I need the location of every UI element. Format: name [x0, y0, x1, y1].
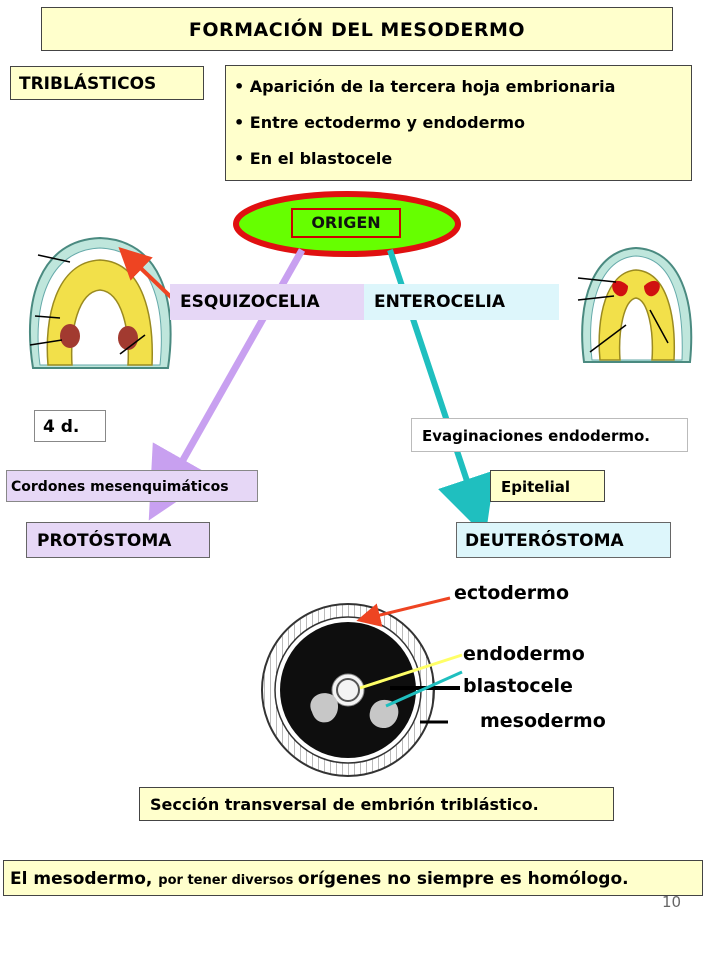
conclusion-part3: orígenes no siempre es homólogo. [297, 869, 629, 889]
protostoma-box: PROTÓSTOMA [26, 522, 210, 558]
origen-box: ORIGEN [291, 208, 401, 238]
cross-section-image [261, 603, 435, 777]
bullet-item: • En el blastocele [234, 149, 393, 168]
days-box: 4 d. [34, 410, 106, 442]
bullet-item: • Aparición de la tercera hoja embrionar… [234, 77, 616, 96]
triblasticos-box: TRIBLÁSTICOS [10, 66, 204, 100]
bullet-item: • Entre ectodermo y endodermo [234, 113, 526, 132]
pointer-ectodermo [356, 596, 451, 627]
deuterostoma-box: DEUTERÓSTOMA [456, 522, 671, 558]
label-blastocele: blastocele [463, 675, 573, 697]
conclusion-part2: por tener diversos [158, 873, 298, 888]
page-title: FORMACIÓN DEL MESODERMO [41, 7, 673, 51]
epitelial-box: Epitelial [490, 470, 605, 502]
page-number: 10 [662, 893, 682, 911]
label-ectodermo: ectodermo [454, 582, 569, 604]
conclusion-box: El mesodermo, por tener diversos orígene… [3, 860, 703, 896]
arrow-to-schizocoely [118, 246, 174, 300]
pointer-blastocele-teal [385, 670, 463, 708]
enterocelia-box: ENTEROCELIA [364, 284, 559, 320]
label-mesodermo: mesodermo [480, 710, 606, 732]
schizocoely-embryo-image [29, 236, 172, 369]
cordones-box: Cordones mesenquimáticos [6, 470, 258, 502]
pointer-endodermo [359, 653, 463, 690]
section-caption: Sección transversal de embrión triblásti… [139, 787, 614, 821]
evaginaciones-box: Evaginaciones endodermo. [411, 418, 688, 452]
enterocoely-embryo-image [577, 243, 695, 365]
conclusion-part1: El mesodermo, [10, 869, 159, 889]
esquizocelia-box: ESQUIZOCELIA [170, 284, 366, 320]
label-endodermo: endodermo [463, 643, 585, 665]
bullet-list-box: • Aparición de la tercera hoja embrionar… [225, 65, 692, 181]
